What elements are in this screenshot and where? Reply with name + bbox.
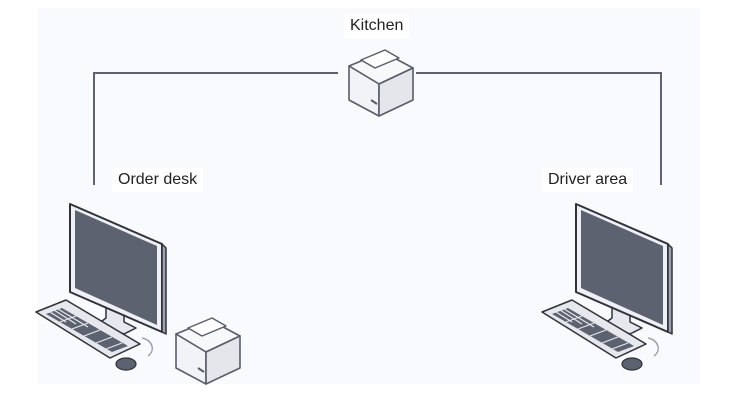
driver-area-label: Driver area: [542, 168, 634, 192]
connection-line-order-desk-kitchen: [93, 72, 338, 185]
order-desk-computer-icon: [35, 203, 167, 371]
driver-area-computer-icon: [541, 203, 673, 371]
connection-line-kitchen-driver-area: [416, 72, 662, 185]
order-desk-label: Order desk: [112, 168, 204, 192]
kitchen-printer-icon: [348, 49, 414, 117]
order-desk-printer-icon: [175, 317, 241, 385]
kitchen-label: Kitchen: [344, 14, 410, 38]
